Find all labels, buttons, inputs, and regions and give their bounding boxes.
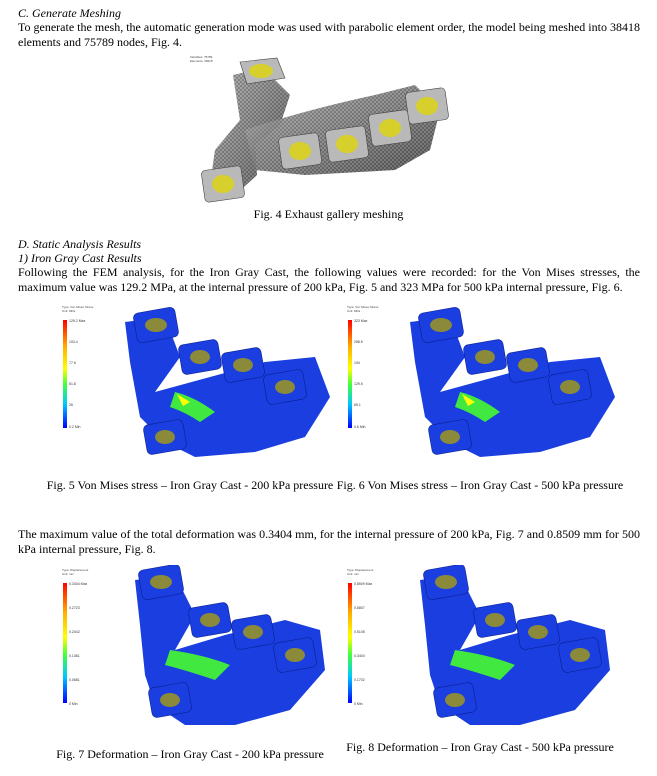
fig8-legend-label-0: 0.8509 Max	[354, 582, 373, 586]
fig7-legend: 0.3404 Max 0.2723 0.2042 0.1361 0.0681 0…	[69, 582, 88, 706]
svg-text:Type: Displacement: Type: Displacement	[347, 568, 374, 572]
fig5-legend-label-1: 103.4	[69, 340, 78, 344]
fig6-stress-image: Type: Von Mises Stress Unit: MPa 323 Max…	[345, 302, 615, 472]
fig7-legend-label-4: 0.0681	[69, 678, 80, 682]
svg-text:Type: Von Mises Stress: Type: Von Mises Stress	[347, 305, 379, 309]
fig6-legend-label-3: 129.5	[354, 382, 363, 386]
section-c-paragraph: To generate the mesh, the automatic gene…	[18, 20, 640, 49]
fig4-mesh-image: Variables: 75789 Elements: 38418	[185, 50, 460, 205]
fig5-legend: 129.2 Max 103.4 77.6 51.8 26 0.2 Min	[69, 319, 86, 429]
section-d-paragraph-2: The maximum value of the total deformati…	[18, 527, 640, 556]
fig5-legend-label-3: 51.8	[69, 382, 76, 386]
fig8-legend-label-4: 0.1702	[354, 678, 365, 682]
fig5-legend-label-5: 0.2 Min	[69, 425, 81, 429]
svg-text:Type: Displacement: Type: Displacement	[62, 568, 89, 572]
fig8-legend-label-5: 0 Min	[354, 702, 363, 706]
fig5-caption: Fig. 5 Von Mises stress – Iron Gray Cast…	[46, 478, 334, 492]
fig7-legend-label-2: 0.2042	[69, 630, 80, 634]
svg-text:Variables: 75789: Variables: 75789	[190, 55, 213, 59]
fig6-legend-label-4: 65.1	[354, 403, 361, 407]
section-c-heading: C. Generate Meshing	[18, 6, 121, 20]
fig6-legend-label-2: 194	[354, 361, 360, 365]
section-d-subheading: 1) Iron Gray Cast Results	[18, 251, 142, 265]
fig6-legend-label-0: 323 Max	[354, 319, 368, 323]
svg-text:Elements: 38418: Elements: 38418	[190, 59, 213, 63]
fig5-legend-label-0: 129.2 Max	[69, 319, 86, 323]
fig7-legend-label-1: 0.2723	[69, 606, 80, 610]
fig7-legend-label-5: 0 Min	[69, 702, 78, 706]
svg-text:Unit: MPa: Unit: MPa	[347, 309, 361, 313]
fig8-caption: Fig. 8 Deformation – Iron Gray Cast - 50…	[346, 740, 614, 754]
fig8-deformation-image: Type: Displacement Unit: mm 0.8509 Max 0…	[345, 564, 615, 735]
fig6-caption: Fig. 6 Von Mises stress – Iron Gray Cast…	[336, 478, 624, 492]
fig5-legend-label-4: 26	[69, 403, 73, 407]
fig5-legend-label-2: 77.6	[69, 361, 76, 365]
fig8-legend-label-2: 0.5105	[354, 630, 365, 634]
fig7-legend-label-0: 0.3404 Max	[69, 582, 88, 586]
fig5-stress-image: Type: Von Mises Stress Unit: MPa 129.2 M…	[60, 302, 330, 472]
fig6-legend-label-1: 258.5	[354, 340, 363, 344]
fig4-caption: Fig. 4 Exhaust gallery meshing	[253, 207, 404, 221]
section-d-paragraph-1: Following the FEM analysis, for the Iron…	[18, 265, 640, 294]
fig8-legend: 0.8509 Max 0.6807 0.5105 0.3404 0.1702 0…	[354, 582, 373, 706]
fig6-legend: 323 Max 258.5 194 129.5 65.1 0.6 Min	[354, 319, 368, 429]
fig7-caption: Fig. 7 Deformation – Iron Gray Cast - 20…	[56, 747, 324, 761]
fig7-legend-label-3: 0.1361	[69, 654, 80, 658]
fig8-legend-label-1: 0.6807	[354, 606, 365, 610]
fig6-legend-label-5: 0.6 Min	[354, 425, 366, 429]
svg-text:Type: Von Mises Stress: Type: Von Mises Stress	[62, 305, 94, 309]
fig7-deformation-image: Type: Displacement Unit: mm 0.3404 Max 0…	[60, 564, 330, 735]
svg-text:Unit: mm: Unit: mm	[347, 572, 360, 576]
fig8-legend-label-3: 0.3404	[354, 654, 365, 658]
svg-text:Unit: MPa: Unit: MPa	[62, 309, 76, 313]
section-d-heading: D. Static Analysis Results	[18, 237, 142, 251]
svg-text:Unit: mm: Unit: mm	[62, 572, 75, 576]
